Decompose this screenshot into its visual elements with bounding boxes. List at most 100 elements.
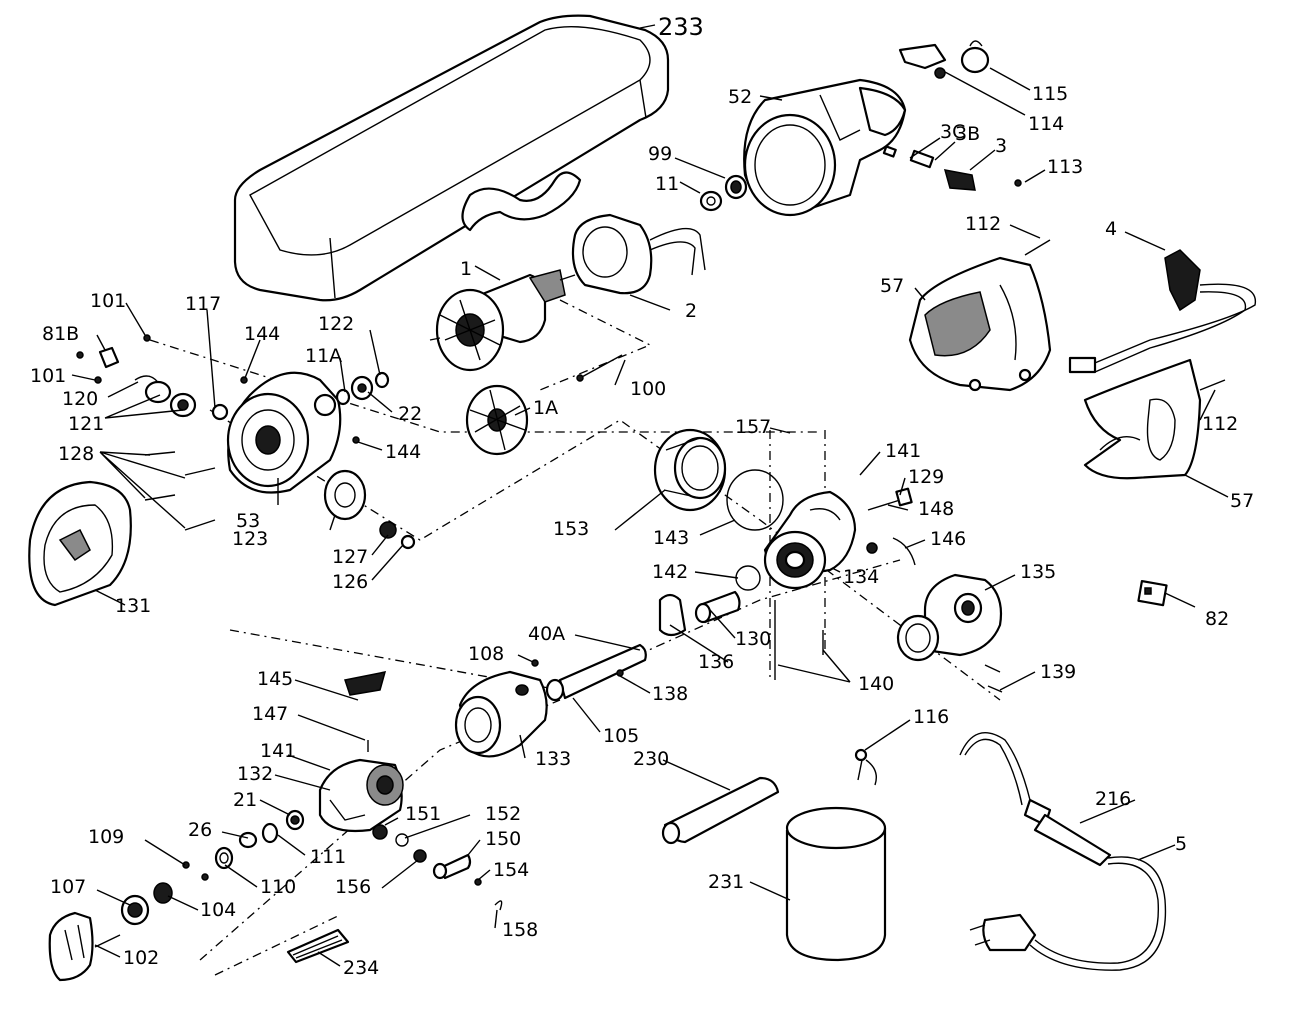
label-152: 152	[485, 803, 521, 825]
label-57-top: 57	[880, 275, 904, 297]
small-hardware-left	[76, 334, 390, 531]
label-102: 102	[123, 947, 159, 969]
label-107: 107	[50, 876, 86, 898]
label-108: 108	[468, 643, 504, 665]
label-126: 126	[332, 571, 368, 593]
label-2: 2	[685, 300, 697, 322]
carry-case	[233, 14, 670, 302]
pin-129	[866, 487, 916, 566]
leader-lines	[71, 24, 1229, 967]
label-57-right: 57	[1230, 490, 1254, 512]
label-230: 230	[633, 748, 669, 770]
label-105: 105	[603, 725, 639, 747]
cord-216-5	[854, 732, 1167, 971]
label-146: 146	[930, 528, 966, 550]
label-3C: 3C	[940, 121, 965, 143]
container-231	[785, 806, 887, 962]
label-123: 123	[232, 528, 268, 550]
label-154: 154	[493, 859, 529, 881]
label-120: 120	[62, 388, 98, 410]
label-150: 150	[485, 828, 521, 850]
label-101-top: 101	[90, 290, 126, 312]
label-53: 53	[236, 510, 260, 532]
label-157: 157	[735, 416, 771, 438]
label-116: 116	[913, 706, 949, 728]
label-101-left: 101	[30, 365, 66, 387]
washers-lower	[182, 809, 427, 881]
label-128: 128	[58, 443, 94, 465]
label-22: 22	[398, 403, 422, 425]
chuck-parts-107	[48, 882, 173, 982]
label-135: 135	[1020, 561, 1056, 583]
label-81B: 81B	[42, 323, 79, 345]
label-158: 158	[502, 919, 538, 941]
gear-123	[323, 469, 416, 550]
bearing-153	[653, 428, 727, 512]
tube-230	[661, 776, 780, 845]
label-122: 122	[318, 313, 354, 335]
label-153: 153	[553, 518, 589, 540]
label-141-left: 141	[260, 740, 296, 762]
label-234: 234	[343, 957, 379, 979]
label-5: 5	[1175, 833, 1187, 855]
switch-parts-top	[882, 40, 1022, 191]
handle-half-57a	[908, 239, 1052, 392]
label-148: 148	[918, 498, 954, 520]
label-52: 52	[728, 86, 752, 108]
armature	[429, 269, 576, 372]
blade-234	[286, 928, 350, 964]
label-3: 3	[995, 135, 1007, 157]
front-cap-135	[896, 573, 1003, 662]
label-121: 121	[68, 413, 104, 435]
switch-4	[1068, 249, 1257, 374]
motor-housing	[743, 78, 907, 217]
gear-case-53	[226, 371, 342, 494]
label-111: 111	[310, 846, 346, 868]
field-coil	[571, 213, 706, 295]
part-number-labels: 233 115 114 52 3C 3B 3 113 99 11 112 4 5…	[30, 13, 1254, 979]
label-144-top: 144	[244, 323, 280, 345]
label-142: 142	[652, 561, 688, 583]
handle-half-57b	[1083, 358, 1226, 480]
label-3B: 3B	[955, 123, 980, 145]
plug-82	[1137, 579, 1168, 607]
label-130: 130	[735, 628, 771, 650]
label-82: 82	[1205, 608, 1229, 630]
label-216: 216	[1095, 788, 1131, 810]
label-143: 143	[653, 527, 689, 549]
label-117: 117	[185, 293, 221, 315]
o-ring-143	[726, 469, 784, 531]
label-21: 21	[233, 789, 257, 811]
screw-100	[576, 354, 623, 382]
spindle-parts-130	[658, 565, 761, 637]
clutch-housing-134	[763, 490, 857, 590]
label-231: 231	[708, 871, 744, 893]
spindle-housing-132	[318, 671, 404, 833]
label-141-right: 141	[885, 440, 921, 462]
label-100: 100	[630, 378, 666, 400]
label-139: 139	[1040, 661, 1076, 683]
label-4: 4	[1105, 218, 1117, 240]
label-138: 138	[652, 683, 688, 705]
label-136: 136	[698, 651, 734, 673]
label-99: 99	[648, 143, 672, 165]
label-140: 140	[858, 673, 894, 695]
lever-150	[432, 853, 503, 911]
label-115: 115	[1032, 83, 1068, 105]
label-110: 110	[260, 876, 296, 898]
gearbox-133	[454, 670, 548, 758]
label-134: 134	[843, 566, 879, 588]
label-26: 26	[188, 819, 212, 841]
label-40A: 40A	[528, 623, 565, 645]
label-129: 129	[908, 466, 944, 488]
label-145: 145	[257, 668, 293, 690]
label-233: 233	[658, 13, 704, 41]
label-127: 127	[332, 546, 368, 568]
label-131: 131	[115, 595, 151, 617]
label-133: 133	[535, 748, 571, 770]
label-104: 104	[200, 899, 236, 921]
label-147: 147	[252, 703, 288, 725]
label-151: 151	[405, 803, 441, 825]
label-114: 114	[1028, 113, 1064, 135]
label-144-mid: 144	[385, 441, 421, 463]
